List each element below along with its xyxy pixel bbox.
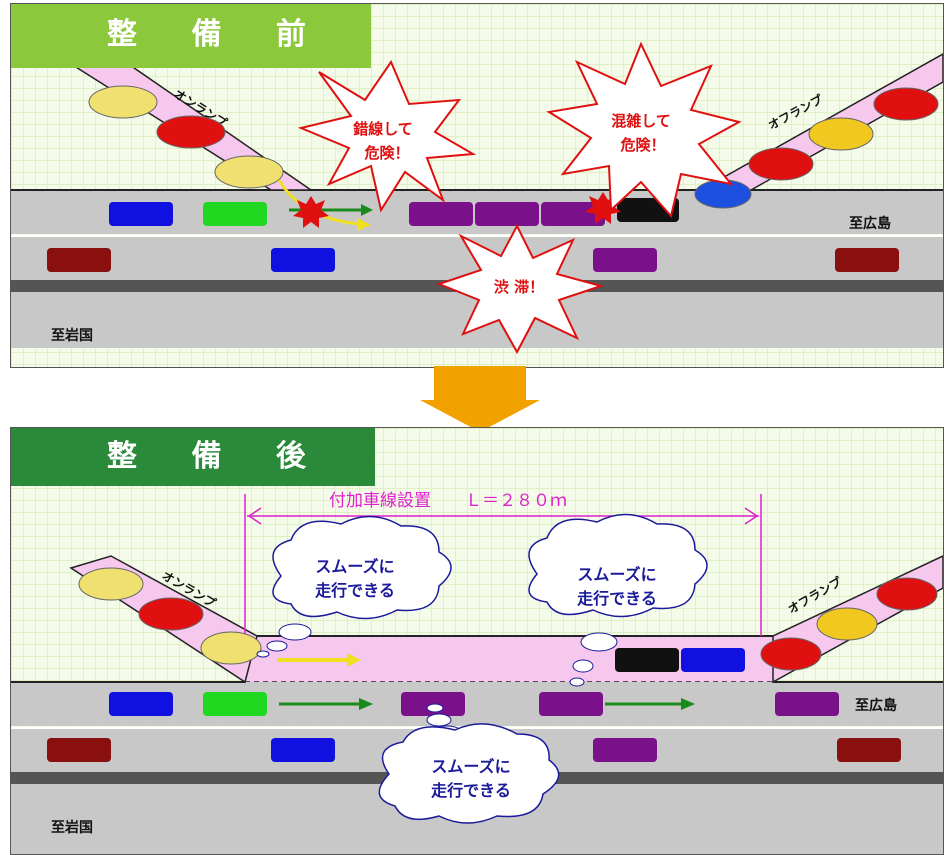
car	[837, 738, 901, 762]
callout-text: 渋 滞！	[494, 278, 544, 296]
car	[835, 248, 899, 272]
before-diagram: オンランプ オフランプ 錯線して 危険！ 混雑	[11, 41, 943, 355]
ramp-car	[156, 115, 226, 149]
burst-callout-congestion	[546, 41, 742, 219]
ramp-car	[88, 85, 158, 119]
ramp-car	[200, 631, 262, 665]
after-panel: オンランプ オフランプ 付加車線設置 Ｌ＝２８０ｍ	[10, 427, 944, 855]
car	[539, 692, 603, 716]
car	[681, 648, 745, 672]
cloud-text: 走行できる	[430, 781, 511, 800]
car	[109, 202, 173, 226]
dimension-label: 付加車線設置 Ｌ＝２８０ｍ	[329, 491, 567, 511]
car	[203, 692, 267, 716]
ramp-car	[214, 155, 284, 189]
callout-text: 混雑して	[611, 112, 671, 130]
ramp-car	[694, 179, 752, 209]
to-iwakuni-label: 至岩国	[51, 327, 93, 344]
ramp-car	[748, 147, 814, 181]
cloud-text: スムーズに	[577, 565, 656, 584]
car	[271, 738, 335, 762]
to-iwakuni-label: 至岩国	[51, 819, 93, 836]
car	[203, 202, 267, 226]
callout-text: 危険！	[364, 144, 409, 162]
thought-cloud	[256, 515, 452, 658]
ramp-car	[138, 597, 204, 631]
burst-callout-traffic-jam	[436, 223, 605, 355]
car	[615, 648, 679, 672]
to-hiroshima-label: 至広島	[855, 697, 897, 714]
cloud-text: スムーズに	[315, 557, 394, 576]
ramp-car	[816, 607, 878, 641]
thought-cloud	[378, 703, 560, 824]
conflict-star-icon	[293, 196, 329, 228]
to-hiroshima-label: 至広島	[849, 215, 891, 232]
car	[47, 248, 111, 272]
ramp-car	[760, 637, 822, 671]
cloud-text: 走行できる	[576, 589, 657, 608]
before-title: 整 備 前	[11, 4, 371, 68]
cloud-text: スムーズに	[431, 757, 510, 776]
car	[775, 692, 839, 716]
ramp-car	[78, 567, 144, 601]
car	[475, 202, 539, 226]
ramp-car	[876, 577, 938, 611]
ramp-car	[873, 87, 939, 121]
after-title: 整 備 後	[11, 428, 375, 486]
after-diagram: オンランプ オフランプ 付加車線設置 Ｌ＝２８０ｍ	[11, 491, 943, 854]
callout-text: 錯線して	[353, 120, 413, 138]
cloud-text: 走行できる	[314, 581, 395, 600]
car	[593, 738, 657, 762]
car	[593, 248, 657, 272]
burst-callout-weaving	[297, 59, 477, 213]
transition-arrow-icon	[420, 366, 540, 432]
car	[541, 202, 605, 226]
car	[109, 692, 173, 716]
car	[271, 248, 335, 272]
car	[409, 202, 473, 226]
ramp-car	[808, 117, 874, 151]
car	[47, 738, 111, 762]
callout-text: 危険！	[620, 136, 665, 154]
thought-cloud	[528, 513, 708, 687]
before-panel: オンランプ オフランプ 錯線して 危険！ 混雑	[10, 3, 944, 368]
